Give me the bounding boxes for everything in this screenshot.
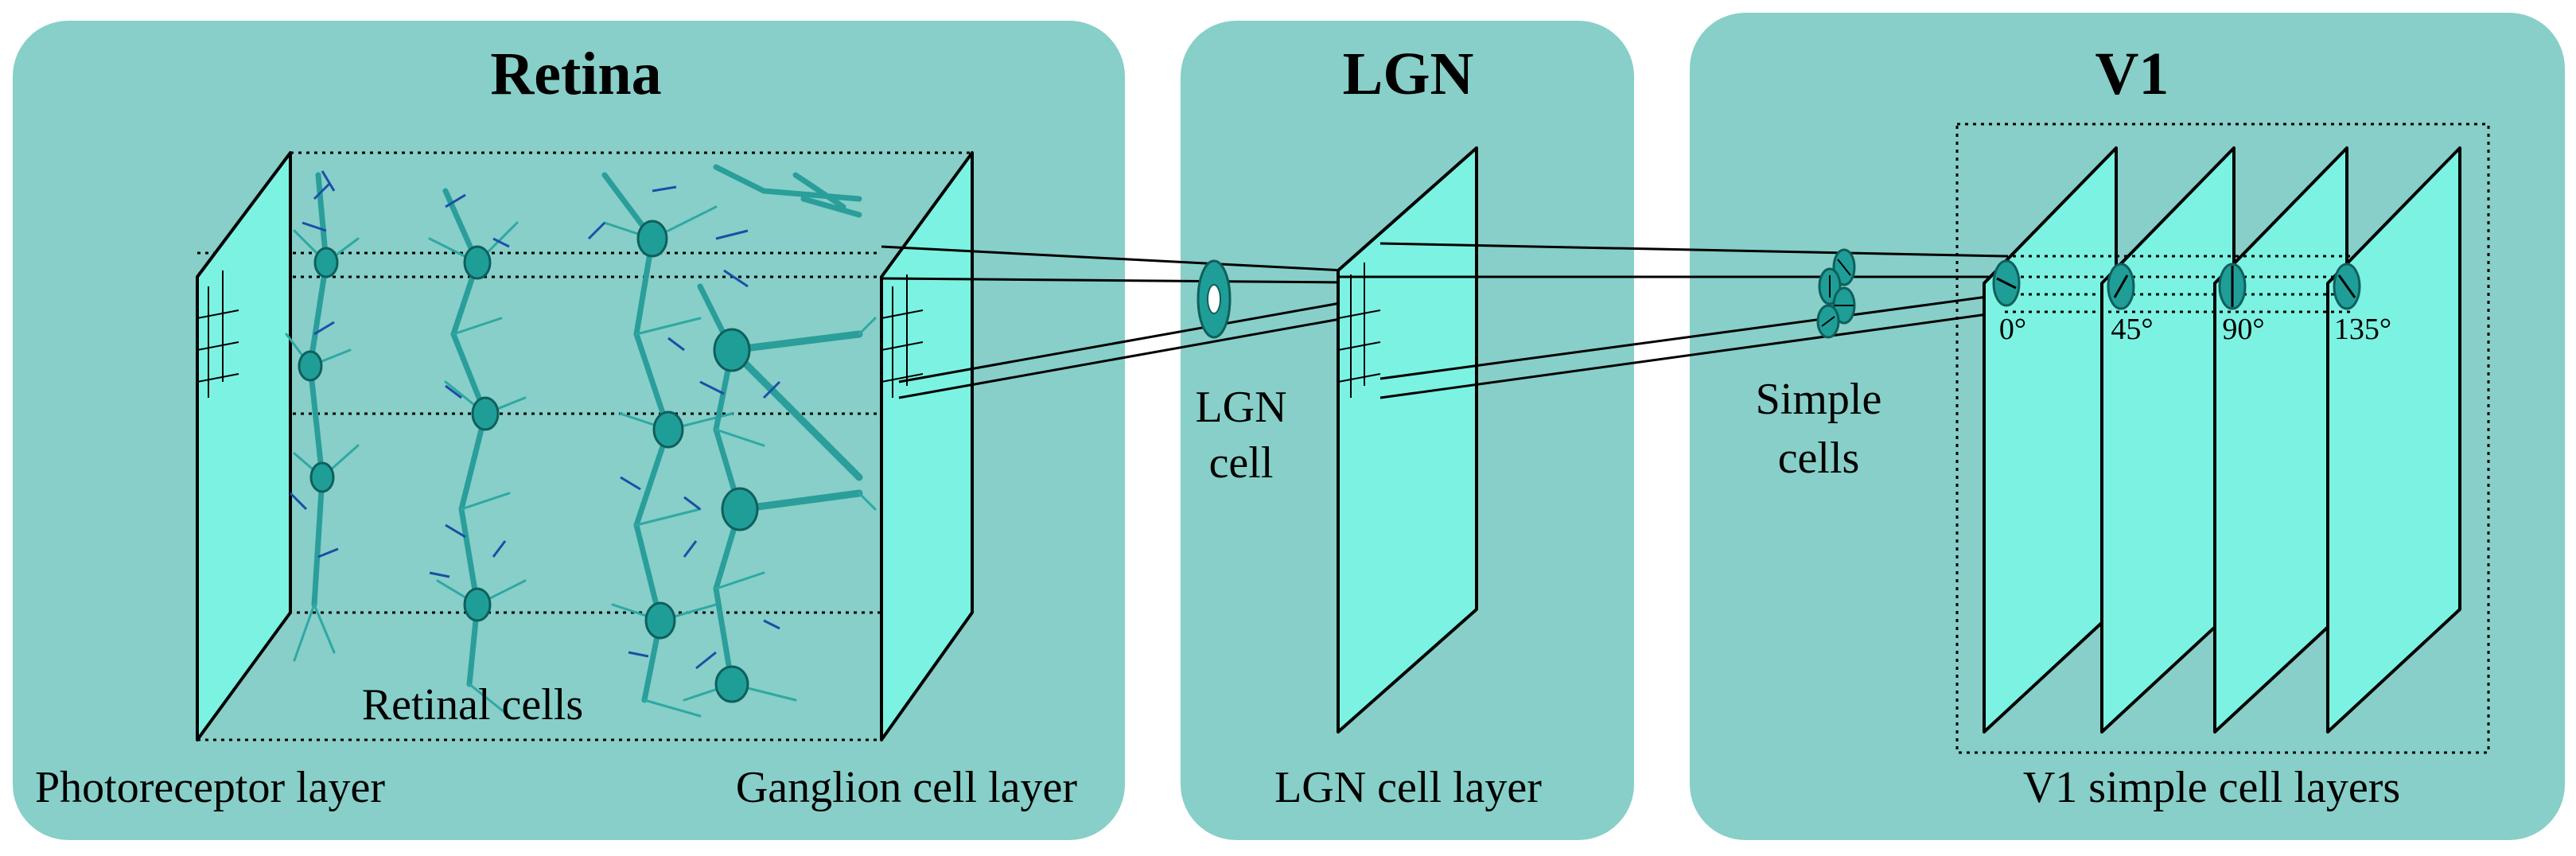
lgn-cell-layer-label: LGN cell layer — [1274, 763, 1542, 812]
retinal-cells-label: Retinal cells — [362, 680, 583, 730]
lgn-cell-icon — [1197, 259, 1232, 339]
lgn-to-v1-projections — [1338, 242, 2006, 399]
v1-title: V1 — [2095, 41, 2169, 107]
simple-cells-label-line2: cells — [1778, 434, 1860, 483]
lgn-layer-sheet — [1337, 146, 1478, 733]
retina-title: Retina — [490, 41, 661, 107]
lgn-cell-label-line1: LGN — [1195, 383, 1286, 432]
v1-simple-cell-layers-label: V1 simple cell layers — [2023, 763, 2400, 812]
v1-sheet-135 — [2326, 146, 2461, 733]
v1-orientation-cell-90 — [2218, 263, 2247, 310]
v1-simple-cell-layers: 0° 45° 90° 135° — [1955, 123, 2490, 754]
orientation-label-135: 135° — [2334, 313, 2391, 346]
v1-orientation-cell-0 — [1992, 259, 2021, 307]
ganglion-cell-layer-label: Ganglion cell layer — [736, 763, 1078, 812]
lgn-title: LGN — [1343, 41, 1474, 107]
simple-cells-icon — [1816, 248, 1856, 339]
photoreceptor-layer-label: Photoreceptor layer — [35, 763, 385, 812]
simple-cells-label-line1: Simple — [1756, 375, 1882, 424]
retina-to-lgn-projections — [881, 245, 1345, 399]
lgn-cell-label-line2: cell — [1209, 438, 1274, 488]
orientation-label-45: 45° — [2111, 313, 2153, 346]
v1-orientation-cell-135 — [2333, 263, 2361, 310]
retinal-cells-illustration — [285, 164, 877, 718]
orientation-label-0: 0° — [1999, 313, 2026, 346]
orientation-label-90: 90° — [2222, 313, 2264, 346]
v1-orientation-cell-45 — [2107, 263, 2135, 310]
retina-layer-box — [196, 151, 974, 741]
v1-layers-bounding-box — [1955, 123, 2490, 754]
